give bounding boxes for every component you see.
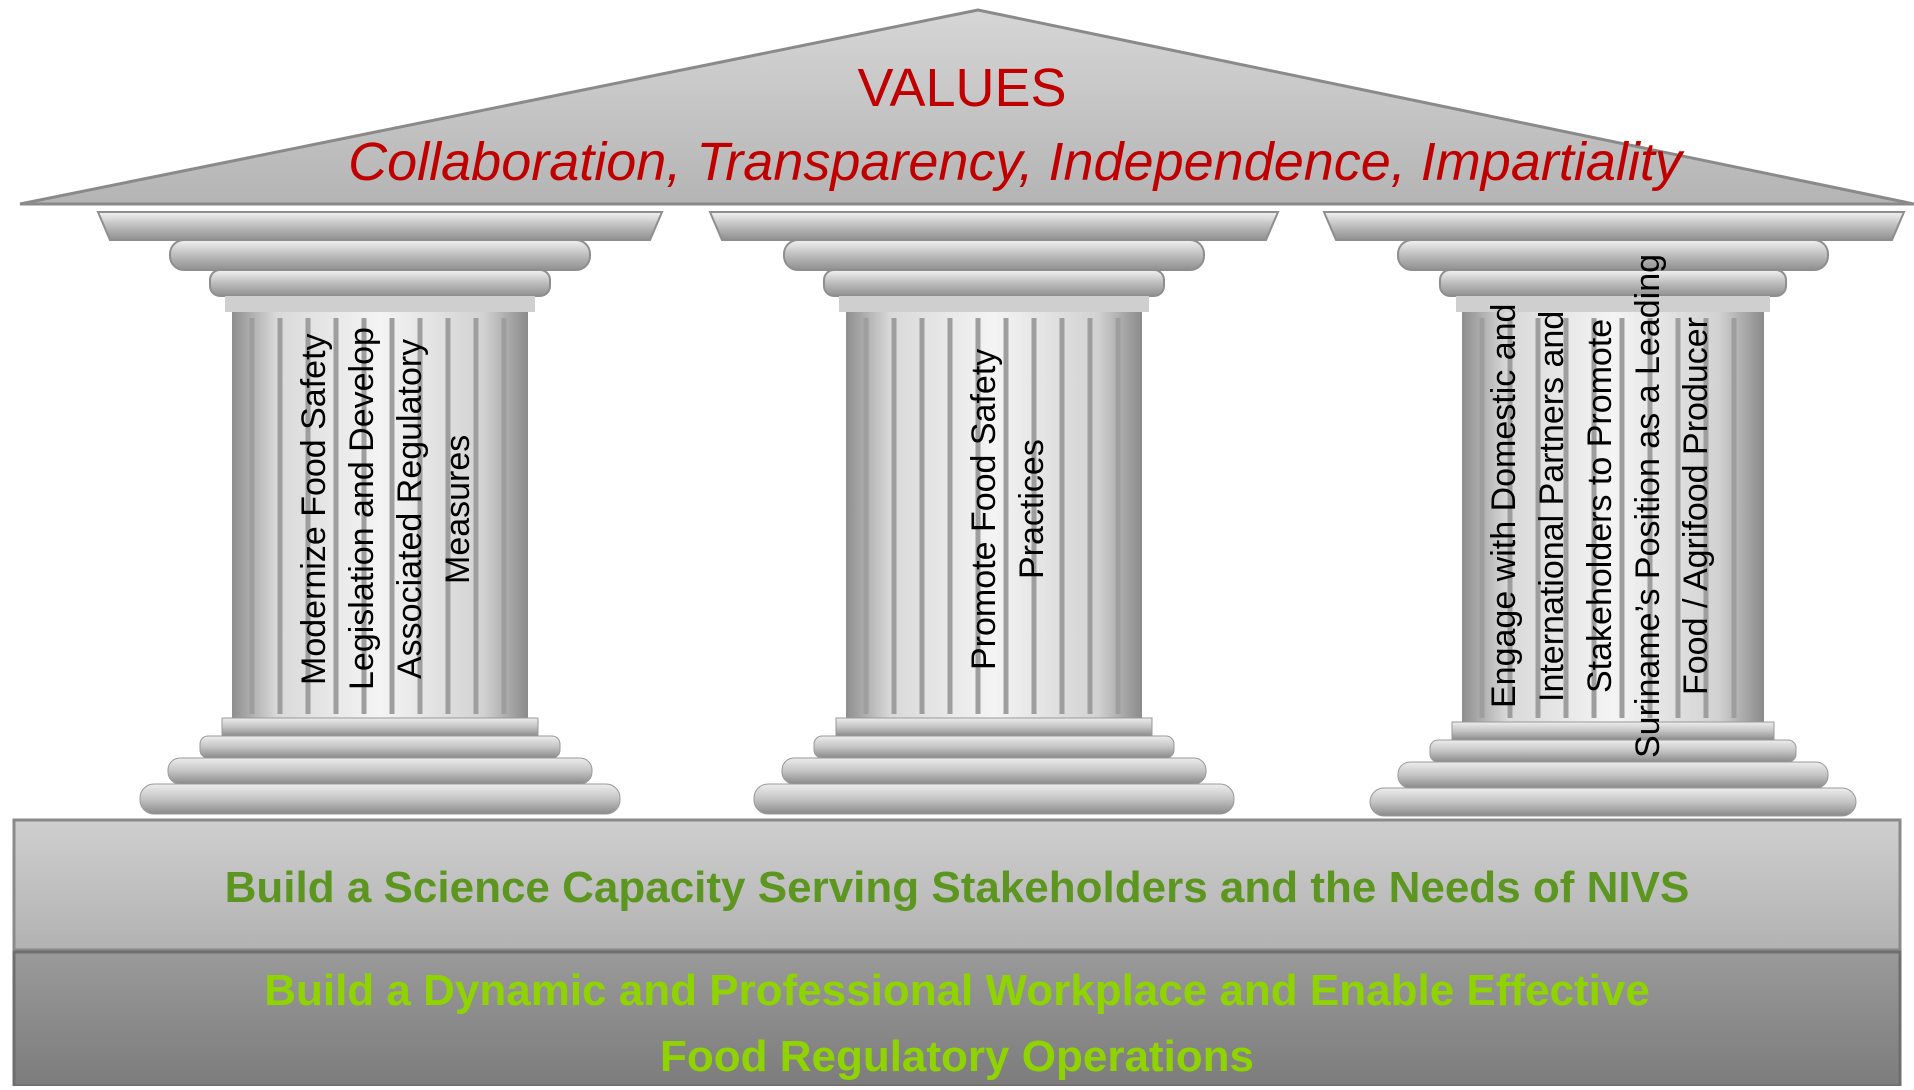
roof [19, 8, 1914, 206]
values-list: Collaboration, Transparency, Independenc… [348, 132, 1682, 192]
foundation-upper [12, 818, 1902, 952]
pillar-1-label: Modernize Food Safety Legislation and De… [295, 327, 477, 691]
foundation-lower-label: Build a Dynamic and Professional Workpla… [264, 966, 1650, 1081]
values-title: VALUES [857, 58, 1067, 118]
pillar-2 [708, 211, 1280, 815]
foundation-lower [12, 950, 1902, 1086]
pillar-1 [96, 211, 664, 815]
foundation-upper-label: Build a Science Capacity Serving Stakeho… [224, 863, 1690, 912]
pillar-2-label: Promote Food Safety Practices [965, 348, 1051, 670]
pillar-3-label: Engage with Domestic and International P… [1485, 253, 1715, 759]
pillar-3 [1322, 211, 1906, 817]
